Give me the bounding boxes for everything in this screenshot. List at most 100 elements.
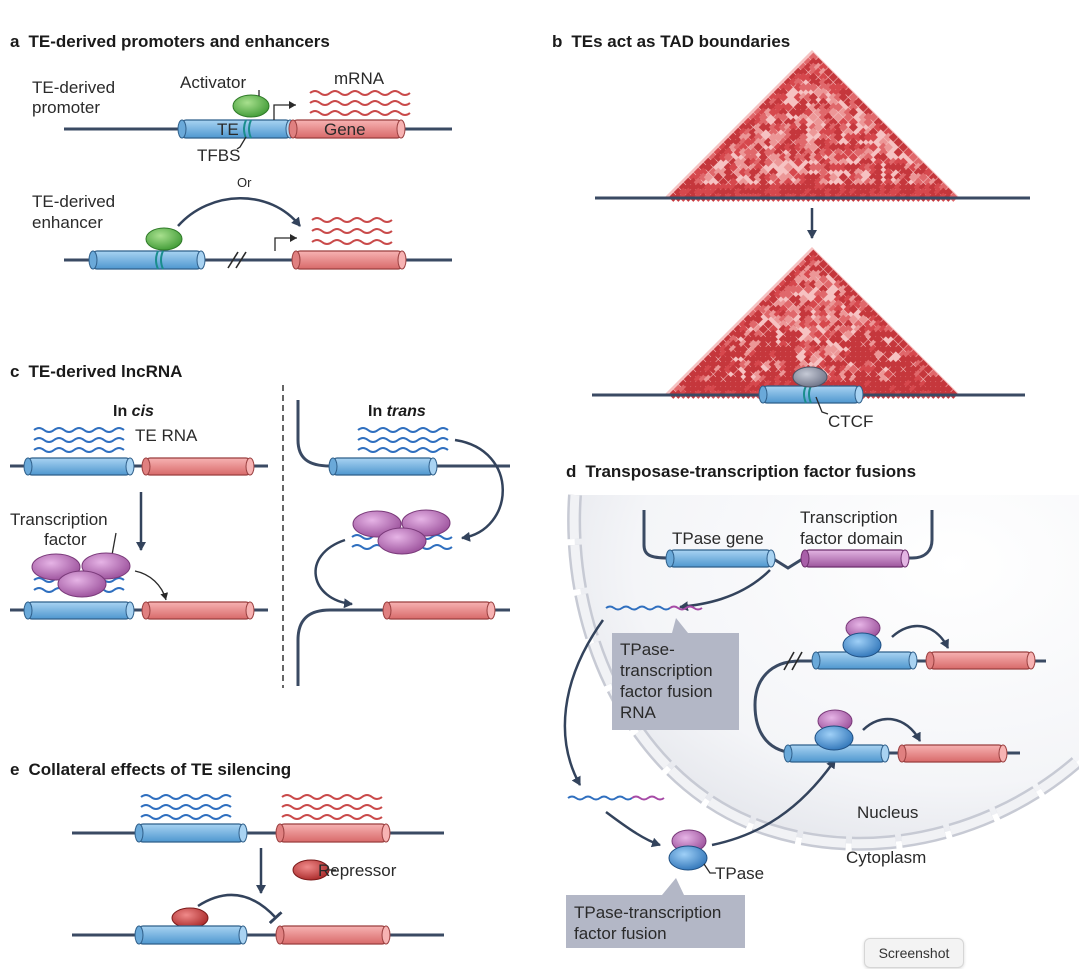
tad-contact-cell <box>798 122 808 132</box>
tad-contact-cell <box>893 172 903 182</box>
tad-contact-cell <box>848 334 858 344</box>
tad-contact-cell <box>893 157 903 167</box>
tad-contact-cell <box>768 172 778 182</box>
tad-contact-cell <box>698 359 708 369</box>
tad-contact-cell <box>718 344 728 354</box>
tad-contact-cell <box>858 364 868 374</box>
tad-contact-cell <box>838 314 848 324</box>
tad-contact-cell <box>763 137 773 147</box>
tad-contact-cell <box>783 132 793 142</box>
tad-contact-cell <box>713 344 723 354</box>
tad-contact-cell <box>718 364 728 374</box>
tad-contact-cell <box>833 127 843 137</box>
dna-strand-trans-bottom <box>296 608 510 686</box>
repression-bar-arrow <box>197 893 283 925</box>
tad-contact-cell <box>913 177 923 187</box>
tad-contact-cell <box>698 374 708 384</box>
tad-contact-cell <box>733 147 743 157</box>
tad-contact-cell <box>868 127 878 137</box>
tad-contact-cell <box>738 132 748 142</box>
tad-contact-cell <box>868 177 878 187</box>
tad-contact-cell <box>818 137 828 147</box>
tad-contact-cell <box>748 187 758 197</box>
tad-contact-cell <box>713 349 723 359</box>
tad-contact-cell <box>873 167 883 177</box>
tad-contact-cell <box>868 379 878 389</box>
screenshot-button[interactable]: Screenshot <box>864 938 964 968</box>
tad-contact-cell <box>838 309 848 319</box>
tad-contact-cell <box>778 364 788 374</box>
tad-contact-cell <box>913 384 923 394</box>
tad-contact-cell <box>783 329 793 339</box>
tad-contact-cell <box>768 294 778 304</box>
tad-contact-cell <box>808 324 818 334</box>
tad-contact-cell <box>783 182 793 192</box>
fusion-rna-nuclear-te <box>605 605 671 611</box>
tad-contact-cell <box>833 334 843 344</box>
tad-contact-cell <box>908 364 918 374</box>
tad-contact-cell <box>733 369 743 379</box>
tad-contact-cell <box>763 354 773 364</box>
tad-contact-cell <box>743 329 753 339</box>
tad-contact-cell <box>843 147 853 157</box>
tad-contact-cell <box>913 379 923 389</box>
tad-contact-cell <box>813 294 823 304</box>
tad-contact-cell <box>793 142 803 152</box>
tad-contact-cell <box>718 354 728 364</box>
tad-contact-cell <box>743 374 753 384</box>
tad-contact-cell <box>848 132 858 142</box>
tad-contact-cell <box>763 309 773 319</box>
tad-contact-cell <box>833 299 843 309</box>
tad-contact-cell <box>863 157 873 167</box>
tad-contact-cell <box>868 329 878 339</box>
tad-contact-cell <box>768 182 778 192</box>
tad-contact-cell <box>853 324 863 334</box>
tad-contact-cell <box>833 122 843 132</box>
tad-contact-cell <box>818 142 828 152</box>
tad-contact-cell <box>838 142 848 152</box>
tad-contact-cell <box>753 127 763 137</box>
tad-contact-cell <box>758 182 768 192</box>
tad-contact-cell <box>823 329 833 339</box>
tad-contact-cell <box>843 142 853 152</box>
tad-contact-cell <box>758 167 768 177</box>
tad-contact-cell <box>718 152 728 162</box>
tad-contact-cell <box>708 364 718 374</box>
tad-contact-cell <box>723 187 733 197</box>
tad-contact-cell <box>773 309 783 319</box>
tad-contact-cell <box>843 349 853 359</box>
tad-contact-cell <box>728 364 738 374</box>
tad-contact-cell <box>748 329 758 339</box>
tad-contact-cell <box>803 279 813 289</box>
tad-contact-cell <box>858 299 868 309</box>
tad-contact-cell <box>878 329 888 339</box>
tad-contact-cell <box>808 177 818 187</box>
gene-enhancer <box>291 250 407 270</box>
tad-contact-cell <box>898 142 908 152</box>
tad-contact-cell <box>758 177 768 187</box>
tad-contact-cell <box>793 152 803 162</box>
tad-contact-cell <box>688 177 698 187</box>
tad-contact-cell <box>848 167 858 177</box>
tad-contact-cell <box>873 314 883 324</box>
promoter-label-line1: TE-derived <box>32 78 115 97</box>
tad-contact-cell <box>843 187 853 197</box>
tad-contact-cell <box>838 162 848 172</box>
tad-contact-cell <box>873 364 883 374</box>
tad-contact-cell <box>768 339 778 349</box>
tad-contact-cell <box>753 349 763 359</box>
tad-contact-cell <box>723 344 733 354</box>
tad-contact-cell <box>933 379 943 389</box>
tad-contact-cell <box>818 339 828 349</box>
tad-contact-cell <box>868 319 878 329</box>
rna-callout-line2: transcription <box>620 661 713 680</box>
tad-contact-cell <box>838 359 848 369</box>
tad-contact-cell <box>743 187 753 197</box>
tad-contact-cell <box>868 162 878 172</box>
tad-contact-cell <box>798 167 808 177</box>
tad-contact-cell <box>803 259 813 269</box>
tad-contact-cell <box>868 344 878 354</box>
tad-contact-cell <box>688 369 698 379</box>
in-trans-heading: In trans <box>368 403 426 420</box>
